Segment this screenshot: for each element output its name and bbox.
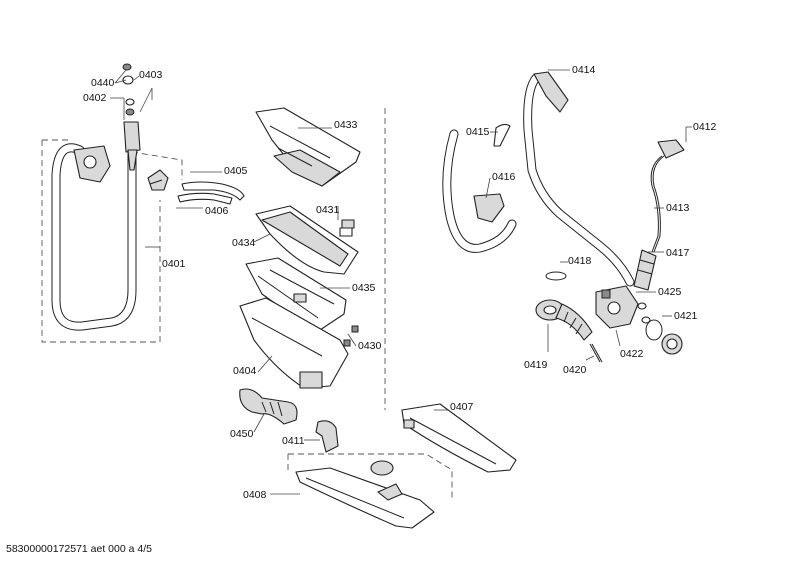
label-0416: 0416 [492,171,516,183]
drawer-0434 [255,205,359,275]
clamp-0418 [545,271,567,281]
hose-0415 [442,123,517,253]
label-0412: 0412 [693,121,717,133]
pump-hose-0417 [633,249,657,291]
base-plate-0408 [287,453,453,529]
label-0431: 0431 [316,204,340,216]
label-0433: 0433 [334,119,358,131]
label-0417: 0417 [666,247,690,259]
label-0418: 0418 [568,255,592,267]
dispenser-lower-0404 [239,297,349,389]
callouts-center [253,127,357,495]
label-0420: 0420 [563,364,587,376]
callouts-left [110,69,222,248]
seals-0425 [637,302,651,324]
pump-0422 [595,285,639,329]
bellows-0450 [239,388,298,425]
valve-0405-part [147,169,169,191]
label-0415: 0415 [466,126,490,138]
tube-0405-0406 [177,181,245,205]
base-plate-0407 [401,403,517,473]
label-0422: 0422 [620,348,644,360]
cable-0413 [650,139,685,253]
label-0440: 0440 [91,77,115,89]
label-0402: 0402 [83,92,107,104]
label-0401: 0401 [162,258,186,270]
seal-0440 [122,63,134,85]
label-0407: 0407 [450,401,474,413]
drain-hose-0414 [523,71,635,287]
label-0405: 0405 [224,165,248,177]
screw-0420 [589,343,603,363]
filter-0421 [645,319,683,355]
elbow-0411 [315,420,339,453]
label-0414: 0414 [572,64,596,76]
label-0411: 0411 [282,435,305,447]
sump-0419 [535,299,593,341]
label-0435: 0435 [352,282,376,294]
label-0450: 0450 [230,428,254,440]
label-0406: 0406 [205,205,229,217]
callouts-right [485,69,692,361]
label-0421: 0421 [674,310,698,322]
nut-0430 [343,325,359,347]
label-0430: 0430 [358,340,382,352]
label-0403: 0403 [139,69,163,81]
label-0434: 0434 [232,237,256,249]
washer-0403 [125,98,135,116]
inserts-0431 [339,219,355,237]
drawer-cover-0433 [255,107,361,187]
label-0408: 0408 [243,489,267,501]
label-0413: 0413 [666,202,690,214]
label-0425: 0425 [658,286,682,298]
hose-clip-0416 [473,193,505,223]
footer-document-id: 58300000172571 aet 000 a 4/5 [6,543,152,555]
inlet-hose-0401 [41,121,183,343]
label-0419: 0419 [524,359,548,371]
label-0404: 0404 [233,365,257,377]
